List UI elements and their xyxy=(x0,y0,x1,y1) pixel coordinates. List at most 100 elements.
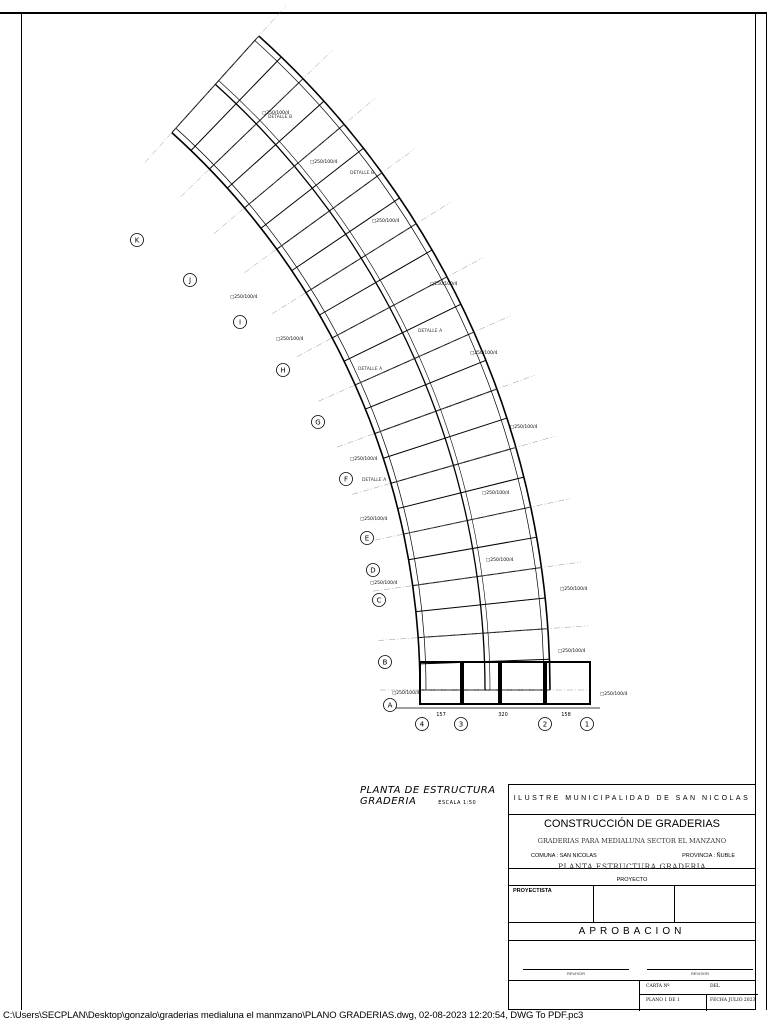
axis-line xyxy=(296,257,483,357)
provincia-label: PROVINCIA : ÑUBLE xyxy=(682,853,735,859)
profile-label: □250/100/4 xyxy=(558,648,585,654)
axis-letter-label: F xyxy=(344,476,348,484)
axis-line xyxy=(213,98,375,234)
axis-bubble xyxy=(383,698,397,712)
detail-callout: DETALLE A xyxy=(358,366,383,372)
plan-scale: ESCALA 1:50 xyxy=(438,800,477,806)
profile-label: □250/100/4 xyxy=(482,490,509,496)
profile-label: □250/100/4 xyxy=(310,159,337,165)
axis-number-label: 3 xyxy=(459,721,463,729)
axis-bubble xyxy=(366,563,380,577)
radial-joist xyxy=(260,147,364,229)
municipality-name: ILUSTRE MUNICIPALIDAD DE SAN NICOLAS xyxy=(509,785,755,815)
axis-line xyxy=(378,625,588,641)
axis-line xyxy=(352,436,555,495)
proyecto-label: PROYECTO xyxy=(616,877,648,883)
profile-label: □250/100/4 xyxy=(360,516,387,522)
radial-joist xyxy=(415,597,546,613)
profile-label: □250/100/4 xyxy=(276,336,303,342)
axis-number-bubble xyxy=(538,717,552,731)
profile-label: □250/100/4 xyxy=(370,580,397,586)
signature-line-right xyxy=(647,969,753,970)
comuna-label: COMUNA : SAN NICOLAS xyxy=(531,853,597,859)
radial-joist xyxy=(365,359,487,410)
radial-joist xyxy=(291,197,400,272)
axis-line xyxy=(337,375,535,448)
axis-letter-label: I xyxy=(239,319,241,327)
proyectista-cell: PROYECTISTA xyxy=(509,886,594,922)
axis-line xyxy=(272,202,451,314)
axis-bubble xyxy=(311,415,325,429)
plano-label: PLANO 1 DE 1 xyxy=(646,998,680,1003)
profile-label: □250/100/4 xyxy=(470,350,497,356)
axis-letter-label: H xyxy=(280,367,285,375)
file-path-footer: C:\Users\SECPLAN\Desktop\gonzalo\graderi… xyxy=(3,1010,584,1021)
axis-number-bubble xyxy=(454,717,468,731)
base-frame xyxy=(419,661,591,705)
axis-bubble xyxy=(360,531,374,545)
carta-label: CARTA Nº xyxy=(646,984,670,989)
axis-number-label: 2 xyxy=(543,721,547,729)
axis-bubble xyxy=(339,472,353,486)
profile-label: □250/100/4 xyxy=(392,690,419,696)
axis-number-label: 4 xyxy=(420,721,425,729)
proyectista-label: PROYECTISTA xyxy=(513,888,552,894)
detail-callout: DETALLE B xyxy=(268,114,292,120)
profile-label: □250/100/4 xyxy=(262,110,289,116)
axis-letter-label: J xyxy=(188,277,191,285)
radial-joist xyxy=(408,536,537,561)
carta-box: CARTA Nº DEL PLANO 1 DE 1 FECHA JULIO 20… xyxy=(639,981,758,1011)
profile-label: □250/100/4 xyxy=(600,691,627,697)
radial-joist xyxy=(319,249,433,316)
signature-caption-right: REVISOR xyxy=(690,971,709,976)
profile-label: □250/100/4 xyxy=(560,586,587,592)
detail-callout: DETALLE A xyxy=(362,477,387,483)
base-column xyxy=(498,662,502,704)
axis-bubble xyxy=(276,363,290,377)
axis-bubble xyxy=(130,233,144,247)
dimension-label: 158 xyxy=(561,712,571,718)
plan-title-line2: GRADERIA xyxy=(360,796,417,807)
del-label: DEL xyxy=(710,984,720,989)
profile-label: □250/100/4 xyxy=(486,557,513,563)
approval-signatures: REVISOR REVISOR xyxy=(509,941,755,981)
axis-letter-label: C xyxy=(377,597,382,605)
plan-title-line1: PLANTA DE ESTRUCTURA xyxy=(360,785,496,796)
radial-joist xyxy=(397,476,524,510)
sheet-info-row: CARTA Nº DEL PLANO 1 DE 1 FECHA JULIO 20… xyxy=(509,981,758,1011)
radial-joist xyxy=(227,100,325,189)
signature-line-left xyxy=(523,969,629,970)
axis-letter-label: B xyxy=(383,659,388,667)
base-column xyxy=(460,662,464,704)
axis-letter-label: G xyxy=(315,419,320,427)
dimension-label: 320 xyxy=(498,712,508,718)
base-column xyxy=(543,662,547,704)
detail-callout: DETALLE A xyxy=(418,328,443,334)
plan-name: PLANTA ESTRUCTURA GRADERIA xyxy=(557,862,707,871)
dimension-label: 157 xyxy=(436,712,446,718)
signature-row: PROYECTISTA xyxy=(509,885,755,923)
title-block: ILUSTRE MUNICIPALIDAD DE SAN NICOLAS CON… xyxy=(508,784,758,1011)
axis-letter-label: D xyxy=(370,567,375,575)
outer-frame xyxy=(0,12,767,1010)
profile-label: □250/100/4 xyxy=(510,424,537,430)
axis-bubble xyxy=(372,593,386,607)
axis-letter-label: A xyxy=(388,702,393,710)
plan-title-block: PLANTA DE ESTRUCTURA GRADERIA ESCALA 1:50 xyxy=(360,785,496,809)
axis-line xyxy=(244,149,415,273)
axis-number-bubble xyxy=(580,717,594,731)
radial-joist xyxy=(190,56,282,151)
profile-label: □250/100/4 xyxy=(430,281,457,287)
axis-bubble xyxy=(378,655,392,669)
project-section: CONSTRUCCIÓN DE GRADERIAS GRADERIAS PARA… xyxy=(509,815,755,871)
signature-cell xyxy=(593,886,675,922)
axis-line xyxy=(364,498,570,543)
fecha-label: FECHA JULIO 2023 xyxy=(710,998,756,1003)
project-title: CONSTRUCCIÓN DE GRADERIAS xyxy=(543,818,721,830)
detail-callout: DETALLE B xyxy=(350,170,374,176)
axis-letter-label: K xyxy=(135,237,140,245)
inner-frame xyxy=(21,12,756,1010)
inner-beam-arc-2 xyxy=(175,127,427,691)
